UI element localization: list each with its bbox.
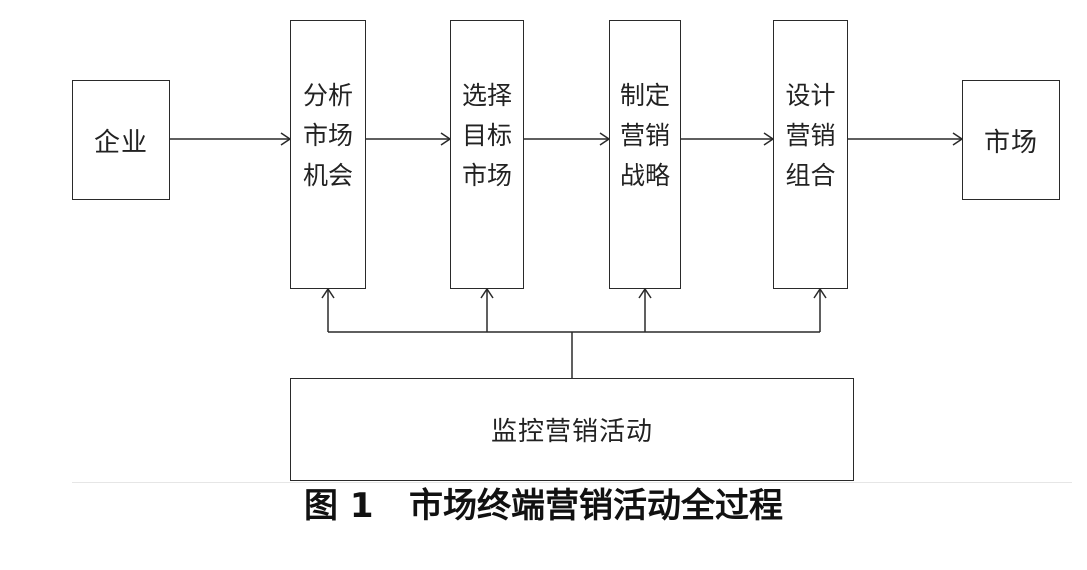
node-select-target-market: 选择目标市场 [450,20,524,289]
node-enterprise-label: 企业 [93,127,148,158]
node-market: 市场 [962,80,1060,200]
feedback-arrow-analyze [321,287,335,332]
feedback-arrow-strategy [638,287,652,332]
node-market-label: 市场 [983,127,1038,158]
node-design-marketing-mix: 设计营销组合 [773,20,848,289]
feedback-arrow-design [813,287,827,332]
node-design-label: 设计营销组合 [785,80,836,190]
node-marketing-strategy: 制定营销战略 [609,20,681,289]
node-analyze-market-opportunity: 分析市场机会 [290,20,366,289]
node-select-label: 选择目标市场 [461,80,512,190]
arrow-enterprise-to-analyze [170,132,292,146]
figure-title: 市场终端营销活动全过程 [409,486,783,526]
node-monitor-marketing: 监控营销活动 [290,378,854,481]
arrow-analyze-to-select [366,132,452,146]
node-enterprise: 企业 [72,80,170,200]
arrow-strategy-to-design [681,132,775,146]
arrow-select-to-strategy [524,132,611,146]
feedback-bus [321,287,827,378]
figure-caption: 图 1 市场终端营销活动全过程 [0,478,1087,527]
feedback-arrow-select [480,287,494,332]
node-strategy-label: 制定营销战略 [619,80,670,190]
node-monitor-label: 监控营销活动 [490,417,653,447]
arrow-design-to-market [848,132,964,146]
figure-number: 图 1 [303,486,374,526]
node-analyze-label: 分析市场机会 [302,80,353,190]
caption-divider [72,482,1072,483]
caption-gap [373,486,409,526]
